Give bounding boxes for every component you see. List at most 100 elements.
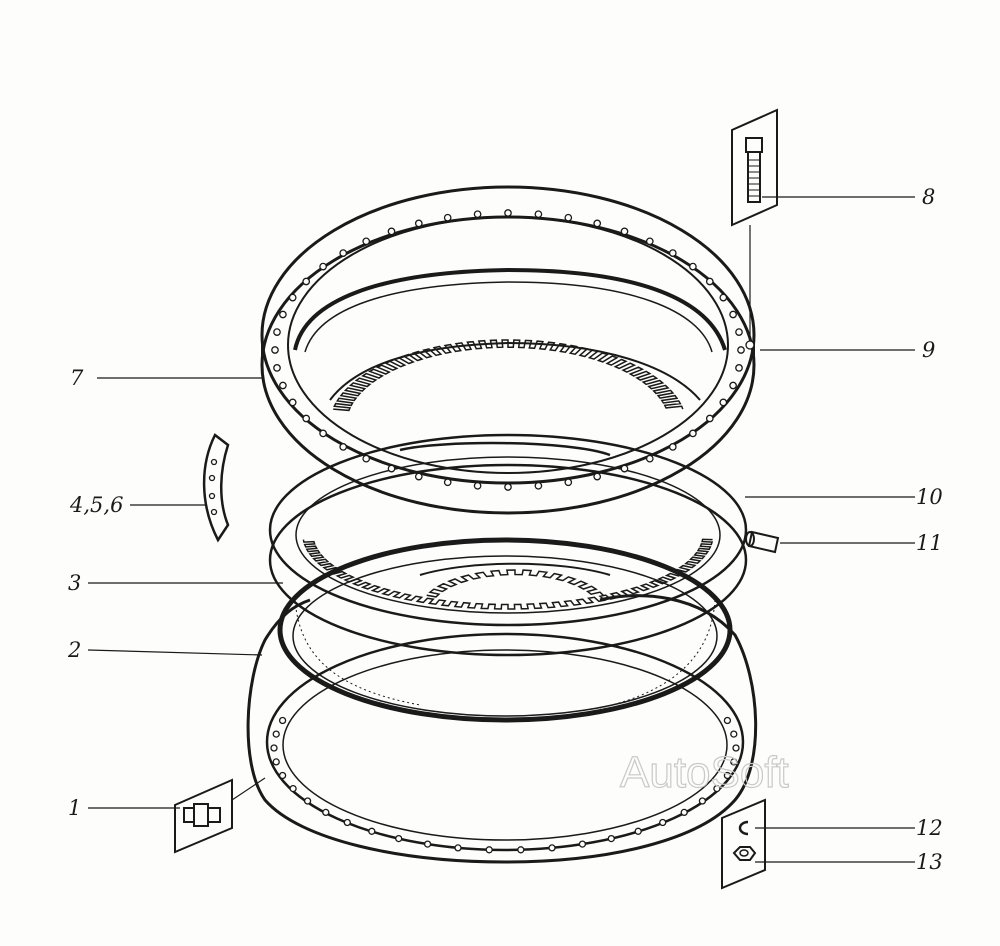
bolt-hole [278, 716, 287, 725]
callout-1: 1 [68, 796, 81, 820]
part-8-bolt-detail [731, 108, 778, 350]
bolt-hole [730, 758, 738, 766]
bolt-hole [504, 209, 512, 217]
bolt-hole [322, 808, 330, 817]
callout-2: 2 [67, 638, 81, 662]
bolt-hole [387, 227, 396, 236]
bolt-hole [593, 472, 602, 481]
leader-lines [87, 196, 915, 863]
bolt-hole [705, 277, 714, 286]
bolt-hole [729, 381, 737, 390]
bolt-hole [564, 478, 573, 487]
bolt-hole [362, 454, 371, 463]
bolt-hole [735, 328, 743, 336]
callout-8: 8 [922, 185, 935, 209]
bolt-hole [288, 293, 297, 302]
bolt-hole [504, 483, 512, 491]
bolt-hole [278, 771, 287, 780]
callout-10: 10 [916, 485, 943, 509]
bolt-hole [645, 454, 654, 463]
bolt-hole [607, 834, 615, 843]
leader-2 [87, 649, 263, 656]
bolt-hole [473, 210, 482, 219]
bolt-hole [362, 237, 371, 246]
bolt-hole [705, 414, 714, 423]
bolt-hole [564, 213, 573, 222]
bolt-hole [548, 844, 556, 852]
callout-12: 12 [916, 816, 943, 840]
bolt-hole [719, 293, 728, 302]
bolt-hole [288, 398, 297, 407]
part-7-top-flange-ring [260, 185, 756, 515]
bolt-hole [680, 808, 688, 817]
bolt-hole [645, 237, 654, 246]
bolt-hole [698, 797, 707, 805]
bolt-hole [659, 818, 667, 827]
bolt-hole [319, 429, 327, 438]
bolt-hole [593, 219, 602, 228]
bolt-hole [443, 213, 452, 222]
bolt-hole [273, 364, 281, 372]
bolt-hole [302, 277, 311, 286]
bolt-hole [368, 827, 376, 835]
bolt-hole [303, 797, 312, 805]
callout-9: 9 [922, 338, 935, 362]
bolt-hole [387, 464, 396, 473]
bolt-hole [534, 210, 543, 219]
bolt-hole [414, 219, 423, 228]
bolt-hole [289, 784, 297, 793]
bolt-hole [668, 249, 677, 257]
bolt-hole [668, 443, 677, 451]
internal-gear-teeth [333, 339, 684, 412]
part-10-toothed-ring [268, 433, 748, 657]
bolt-hole [272, 758, 280, 766]
bolt-hole [719, 398, 728, 407]
bolt-hole [279, 381, 287, 390]
part-1-grease-fitting-detail [174, 777, 266, 854]
part-3-seal-ring [277, 537, 733, 723]
bolt-hole [620, 464, 629, 473]
bolt-hole [689, 429, 697, 438]
callout-7: 7 [70, 366, 84, 390]
bolt-hole [737, 346, 745, 354]
bolt-hole [723, 716, 732, 725]
bolt-hole [443, 478, 452, 487]
top-flange-bolt-holes [271, 209, 745, 491]
internal-gear [329, 339, 701, 412]
bolt-hole [339, 249, 348, 257]
bolt-hole [270, 744, 278, 752]
bolt-hole [689, 262, 697, 271]
callout-13: 13 [916, 850, 943, 874]
bolt-hole [339, 443, 348, 451]
bolt-hole [620, 227, 629, 236]
lower-gear-teeth [426, 569, 604, 598]
bolt-hole [454, 844, 462, 852]
callout-4-5-6: 4,5,6 [69, 493, 123, 517]
bolt-hole [735, 364, 743, 372]
bolt-hole [485, 846, 493, 854]
bolt-hole [634, 827, 642, 835]
bolt-hole [713, 784, 721, 793]
bolt-hole [534, 481, 543, 490]
bolt-hole [732, 744, 740, 752]
bolt-hole [319, 262, 327, 271]
bolt-hole [473, 481, 482, 490]
callout-3: 3 [68, 571, 81, 595]
bolt-hole [279, 310, 287, 319]
callout-11: 11 [916, 531, 943, 555]
bolt-hole [272, 730, 280, 738]
bolt-hole [517, 846, 525, 854]
bottom-flange-bolt-holes [270, 716, 740, 854]
bolt-hole [578, 840, 587, 848]
part-11-pin [745, 530, 780, 554]
bolt-hole [423, 840, 432, 848]
bolt-hole [730, 730, 738, 738]
part-9-inner-ring [293, 267, 727, 353]
bolt-hole [273, 328, 281, 336]
middle-ring-teeth [302, 538, 714, 610]
bolt-hole [395, 834, 403, 843]
bolt-hole [723, 771, 732, 780]
part-4-5-6-segment-plate [202, 433, 230, 543]
